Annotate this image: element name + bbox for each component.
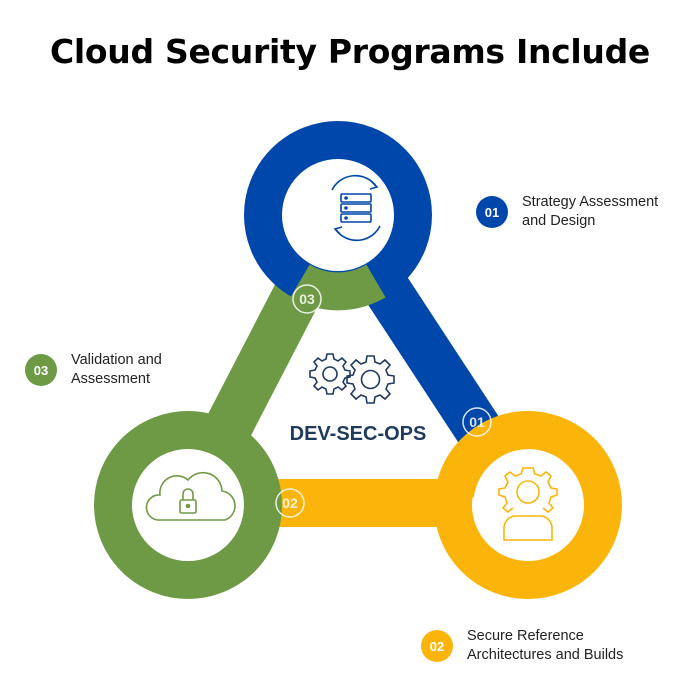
callout-step-02-line-2: Architectures and Builds xyxy=(467,647,624,663)
callout-step-01-line-1: Strategy Assessment xyxy=(522,194,659,210)
ring-yellow-overlap xyxy=(436,411,530,499)
connector-label-01-text: 01 xyxy=(469,414,485,430)
connector-label-03-text: 03 xyxy=(299,291,315,307)
callout-step-03: 03 Validation and Assessment xyxy=(25,351,162,389)
server-sync-icon xyxy=(331,174,381,242)
callout-step-03-text: Validation and Assessment xyxy=(71,351,162,389)
connector-label-03: 03 xyxy=(292,284,322,314)
ring-blue xyxy=(244,121,432,309)
callout-step-02-text: Secure Reference Architectures and Build… xyxy=(467,627,623,665)
connector-label-01: 01 xyxy=(462,407,492,437)
callout-step-02-line-1: Secure Reference xyxy=(467,628,584,644)
callout-step-01-line-2: and Design xyxy=(522,213,596,229)
badge-01: 01 xyxy=(476,196,508,228)
gears-icon xyxy=(309,353,395,404)
ring-green-overlap xyxy=(220,504,283,582)
center-label: DEV-SEC-OPS xyxy=(290,423,427,445)
badge-02: 02 xyxy=(421,630,453,662)
callout-step-03-line-2: Assessment xyxy=(71,371,150,387)
page-title: Cloud Security Programs Include xyxy=(49,32,651,71)
person-gear-icon xyxy=(498,467,558,541)
cloud-lock-icon xyxy=(145,471,236,521)
connector-label-02-text: 02 xyxy=(282,495,298,511)
callout-step-02: 02 Secure Reference Architectures and Bu… xyxy=(421,627,623,665)
callout-step-01: 01 Strategy Assessment and Design xyxy=(476,193,658,231)
connector-label-02: 02 xyxy=(275,488,305,518)
badge-03: 03 xyxy=(25,354,57,386)
callout-step-03-line-1: Validation and xyxy=(71,352,162,368)
callout-step-01-text: Strategy Assessment and Design xyxy=(522,193,658,231)
